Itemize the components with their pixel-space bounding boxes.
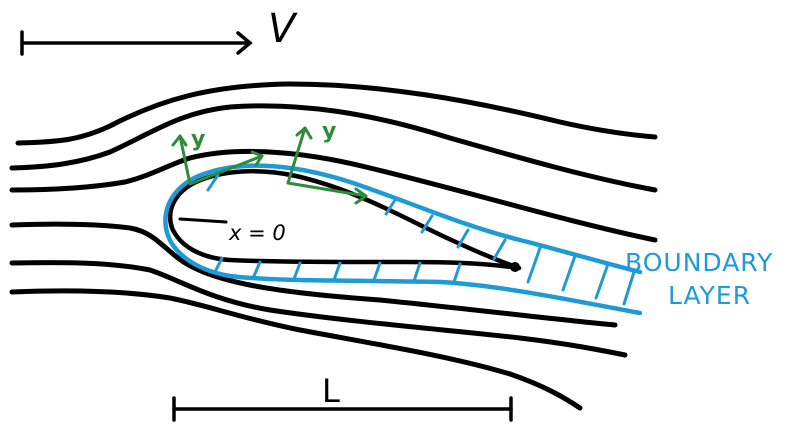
- streamline-3: [9, 148, 658, 243]
- length-label: L: [322, 372, 340, 410]
- y-axis-right-line: [286, 126, 307, 185]
- bl-hatch-line: [372, 261, 382, 282]
- bl-hatch-line: [252, 260, 262, 278]
- x-axis-right-arrowhead: [354, 187, 368, 205]
- bl-hatch-line: [622, 270, 636, 306]
- bl-hatch-line: [456, 228, 470, 249]
- x-axis-left-arrowhead: [250, 150, 264, 167]
- length-dimension: [172, 396, 513, 422]
- y-axis-left-arrowhead: [171, 134, 188, 147]
- bl-hatch-line: [492, 238, 507, 261]
- velocity-arrow: [20, 30, 253, 56]
- velocity-label: V: [268, 6, 298, 52]
- streamline-5: [9, 260, 628, 358]
- bl-hatch-line: [420, 214, 434, 234]
- streamline-6: [9, 288, 583, 411]
- streamline-4: [9, 221, 618, 328]
- y-axis-left-line: [178, 134, 192, 186]
- boundary-layer-hatching: [206, 173, 636, 306]
- x-origin-pointer: [178, 217, 228, 224]
- bl-hatch-line: [594, 262, 610, 300]
- velocity-arrow-head: [236, 31, 253, 55]
- bl-hatch-line: [206, 173, 220, 192]
- bl-hatch-line: [412, 261, 422, 283]
- x-origin-label: x = 0: [228, 221, 286, 245]
- bl-hatch-line: [561, 254, 577, 292]
- streamline-2: [9, 103, 658, 193]
- bl-hatch-line: [452, 262, 462, 284]
- y-axis-left-label: y: [191, 127, 205, 152]
- streamlines: [9, 81, 658, 411]
- airfoil-trailing-edge: [510, 262, 520, 272]
- local-axes-right: [286, 126, 368, 205]
- x-axis-left-line: [188, 154, 264, 186]
- airfoil-body: [168, 168, 522, 271]
- streamline-1: [15, 81, 658, 146]
- y-axis-right-label: y: [322, 119, 336, 144]
- bl-hatch-line: [384, 198, 397, 216]
- x-axis-right-line: [286, 181, 368, 198]
- bl-hatch-line: [332, 261, 342, 282]
- bl-hatch-line: [526, 246, 542, 284]
- bl-hatch-line: [214, 256, 224, 272]
- boundary-layer-label-line1: BOUNDARY: [625, 248, 773, 277]
- boundary-layer-label-line2: LAYER: [668, 281, 751, 310]
- bl-hatch-line: [292, 261, 302, 281]
- y-axis-right-arrowhead: [295, 126, 313, 140]
- boundary-layer-outline: [163, 163, 643, 316]
- local-axes-left: [171, 134, 264, 186]
